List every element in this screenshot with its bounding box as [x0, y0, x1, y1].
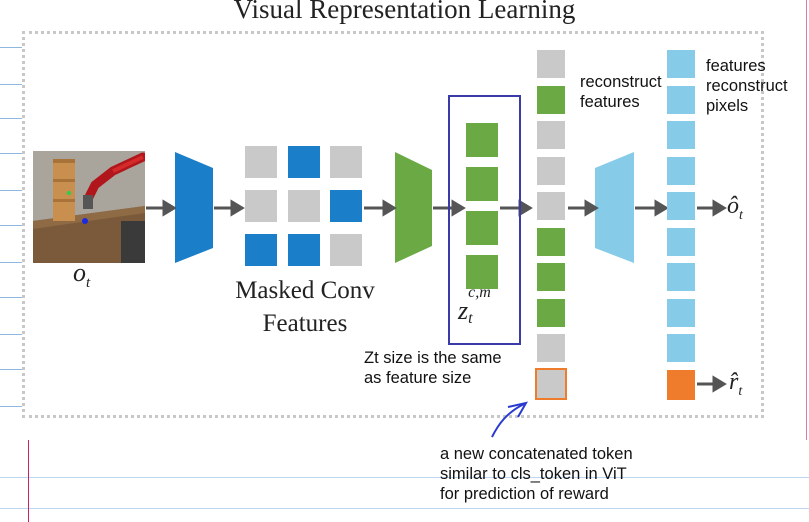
token-cell	[537, 192, 565, 220]
output-observation-subscript: t	[739, 207, 743, 223]
reconstruct-features-note: reconstruct features	[580, 72, 662, 112]
pixel-cell	[667, 228, 695, 256]
decoder-trapezoid	[595, 152, 634, 263]
zt-size-line2: as feature size	[364, 369, 472, 387]
reward-output-cell	[667, 370, 695, 400]
diagram-frame	[22, 31, 764, 418]
pixel-cell	[667, 86, 695, 114]
zt-size-note: Zt size is the same as feature size	[364, 348, 502, 388]
pixel-cell	[667, 299, 695, 327]
features-reconstruct-line2: reconstruct	[706, 77, 788, 95]
masked-feature-cell	[330, 234, 362, 266]
ruled-tick	[0, 190, 22, 191]
ruled-line	[0, 508, 809, 509]
robot-scene-illustration	[33, 151, 145, 263]
latent-superscript: c,m	[468, 284, 491, 301]
latent-annotation-box	[448, 95, 521, 345]
observation-symbol: o	[73, 258, 86, 287]
token-cell	[537, 263, 565, 291]
pen-arrow-icon	[491, 403, 525, 438]
pixel-cell	[667, 334, 695, 362]
ruled-line	[0, 477, 809, 478]
ruled-tick	[0, 153, 22, 154]
ruled-tick	[0, 225, 22, 226]
latent-symbol: z	[458, 296, 469, 325]
masked-feature-cell	[245, 190, 277, 222]
ruled-tick	[0, 369, 22, 370]
token-cell	[537, 121, 565, 149]
token-cell	[537, 228, 565, 256]
masked-conv-label: Masked Conv Features	[226, 274, 384, 340]
feature-encoder-trapezoid	[395, 152, 432, 263]
latent-token	[466, 167, 498, 201]
margin-line	[28, 440, 29, 522]
zt-size-line1: Zt size is the same	[364, 349, 502, 367]
features-reconstruct-pixels-note: features reconstruct pixels	[706, 56, 809, 116]
masked-feature-cell	[245, 146, 277, 178]
visible-feature-cell	[288, 234, 320, 266]
pixel-cell	[667, 263, 695, 291]
ruled-tick	[0, 118, 22, 119]
token-note-line3: for prediction of reward	[440, 485, 609, 503]
masked-conv-label-line2: Features	[262, 310, 348, 337]
masked-conv-label-line1: Masked Conv	[235, 277, 375, 304]
observation-subscript: t	[86, 275, 91, 292]
output-reward-subscript: t	[738, 383, 743, 399]
diagram-title: Visual Representation Learning	[233, 0, 576, 24]
visible-feature-cell	[330, 190, 362, 222]
ruled-tick	[0, 84, 22, 85]
masked-feature-cell	[330, 146, 362, 178]
ruled-tick	[0, 406, 22, 407]
visible-feature-cell	[288, 146, 320, 178]
masked-feature-cell	[288, 190, 320, 222]
reconstruct-features-line1: reconstruct	[580, 73, 662, 91]
latent-token	[466, 211, 498, 245]
ruled-tick	[0, 297, 22, 298]
pixel-cell	[667, 192, 695, 220]
observation-label: ot	[73, 258, 90, 292]
token-note-line1: a new concatenated token	[440, 445, 633, 463]
encoder-trapezoid	[175, 152, 213, 263]
robot-observation-image	[33, 151, 145, 263]
visible-feature-cell	[245, 234, 277, 266]
margin-line-right	[806, 0, 807, 440]
reconstruct-features-line2: features	[580, 93, 640, 111]
token-cell	[537, 86, 565, 114]
token-note-line2: similar to cls_token in ViT	[440, 465, 627, 483]
token-cell	[537, 334, 565, 362]
reward-token-cell	[535, 368, 567, 400]
latent-token	[466, 255, 498, 289]
output-reward-label: r̂t	[729, 369, 742, 400]
ruled-tick	[0, 262, 22, 263]
features-reconstruct-line3: pixels	[706, 97, 749, 115]
token-note: a new concatenated token similar to cls_…	[440, 444, 633, 504]
output-observation-symbol: ô	[727, 193, 739, 219]
output-observation-label: ôt	[727, 193, 743, 224]
ruled-tick	[0, 47, 22, 48]
ruled-tick	[0, 334, 22, 335]
pixel-cell	[667, 157, 695, 185]
features-reconstruct-line1: features	[706, 57, 766, 75]
latent-subscript: t	[468, 310, 473, 327]
token-cell	[537, 157, 565, 185]
output-reward-symbol: r̂	[729, 369, 739, 395]
pixel-cell	[667, 50, 695, 78]
latent-token	[466, 123, 498, 157]
token-cell	[537, 299, 565, 327]
token-cell	[537, 50, 565, 78]
pixel-cell	[667, 121, 695, 149]
